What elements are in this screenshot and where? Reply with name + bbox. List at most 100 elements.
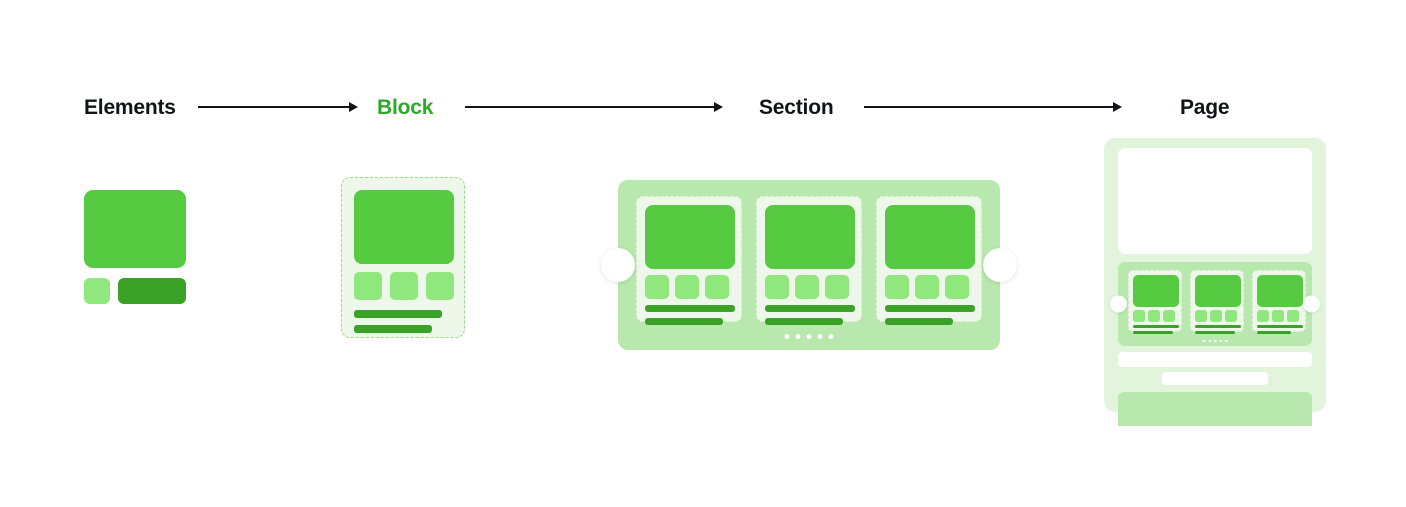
page-carousel-prev-button[interactable] bbox=[1110, 295, 1127, 313]
carousel-dot[interactable] bbox=[828, 334, 834, 339]
block-content bbox=[342, 178, 464, 337]
page-carousel-dot[interactable] bbox=[1213, 339, 1217, 342]
page-carousel-dot[interactable] bbox=[1208, 339, 1211, 342]
card-hero-image bbox=[885, 205, 975, 269]
card-text-bar bbox=[885, 318, 953, 325]
card-hero-image bbox=[765, 205, 855, 269]
card-text-bar bbox=[1133, 331, 1173, 334]
card-chip bbox=[1272, 310, 1284, 322]
carousel-dot[interactable] bbox=[784, 334, 790, 339]
card-hero-image bbox=[1195, 275, 1241, 307]
section-block-card bbox=[756, 196, 862, 325]
card-chip bbox=[645, 275, 669, 299]
arrow-shaft bbox=[864, 106, 1115, 108]
stage-label-section: Section bbox=[759, 96, 834, 119]
block-hero-image bbox=[354, 190, 454, 264]
section-stage-graphic bbox=[601, 180, 1017, 350]
card-chip bbox=[1210, 310, 1222, 322]
card-text-bar bbox=[1257, 331, 1291, 334]
arrow-head-icon bbox=[714, 101, 723, 112]
card-chip bbox=[675, 275, 699, 299]
section-card-track bbox=[636, 196, 982, 325]
carousel-dot[interactable] bbox=[806, 334, 812, 339]
card-chip bbox=[1257, 310, 1269, 322]
card-chip bbox=[825, 275, 849, 299]
card-chip-row bbox=[1133, 310, 1175, 322]
arrow-head-icon bbox=[349, 101, 358, 112]
card-text-bar bbox=[885, 305, 975, 312]
carousel-dots bbox=[784, 334, 834, 339]
card-chip bbox=[885, 275, 909, 299]
card-text-bar bbox=[645, 305, 735, 312]
stage-label-elements: Elements bbox=[84, 96, 176, 119]
page-carousel-dot[interactable] bbox=[1202, 339, 1206, 342]
section-block-card bbox=[636, 196, 742, 325]
page-footer-block bbox=[1118, 392, 1312, 426]
card-text-bar bbox=[1257, 325, 1303, 328]
card-chip-row bbox=[1195, 310, 1237, 322]
page-carousel-next-button[interactable] bbox=[1303, 295, 1320, 313]
arrow-elements-to-block bbox=[198, 101, 358, 113]
card-chip bbox=[765, 275, 789, 299]
card-text-bars bbox=[645, 305, 735, 325]
card-text-bar bbox=[1195, 331, 1235, 334]
card-chip bbox=[1133, 310, 1145, 322]
carousel-dot[interactable] bbox=[795, 334, 801, 339]
block-text-bar bbox=[354, 310, 442, 318]
arrow-shaft bbox=[198, 106, 351, 108]
card-text-bar bbox=[1195, 325, 1241, 328]
card-text-bar bbox=[645, 318, 723, 325]
card-chip-row bbox=[885, 275, 969, 299]
page-carousel-dots bbox=[1202, 339, 1228, 342]
block-chip bbox=[426, 272, 454, 300]
carousel-next-button[interactable] bbox=[983, 248, 1017, 282]
card-chip bbox=[1148, 310, 1160, 322]
page-stage-graphic bbox=[1104, 138, 1326, 426]
card-text-bar bbox=[1133, 325, 1179, 328]
card-chip bbox=[795, 275, 819, 299]
arrow-shaft bbox=[465, 106, 716, 108]
page-block-card bbox=[1190, 270, 1244, 334]
card-chip bbox=[1225, 310, 1237, 322]
page-carousel-dot[interactable] bbox=[1219, 339, 1222, 342]
page-section-block bbox=[1110, 262, 1320, 346]
section-block-card bbox=[876, 196, 982, 325]
arrow-head-icon bbox=[1113, 101, 1122, 112]
elements-stage-graphic bbox=[84, 190, 186, 304]
card-text-bar bbox=[765, 318, 843, 325]
card-text-bar bbox=[765, 305, 855, 312]
carousel-dot[interactable] bbox=[817, 334, 823, 339]
card-chip bbox=[1163, 310, 1175, 322]
page-content-bar-wide bbox=[1118, 352, 1312, 367]
page-block-card bbox=[1252, 270, 1306, 334]
card-chip bbox=[915, 275, 939, 299]
card-hero-image bbox=[1257, 275, 1303, 307]
page-header-block bbox=[1118, 148, 1312, 254]
arrow-section-to-page bbox=[864, 101, 1122, 113]
card-text-bars bbox=[765, 305, 855, 325]
element-text-bar bbox=[118, 278, 186, 304]
arrow-block-to-section bbox=[465, 101, 723, 113]
card-hero-image bbox=[645, 205, 735, 269]
card-hero-image bbox=[1133, 275, 1179, 307]
block-text-bars bbox=[354, 310, 442, 333]
element-small-chip bbox=[84, 278, 110, 304]
card-text-bars bbox=[1195, 325, 1241, 334]
carousel-prev-button[interactable] bbox=[601, 248, 635, 282]
element-hero-image bbox=[84, 190, 186, 268]
page-block-card bbox=[1128, 270, 1182, 334]
stage-label-page: Page bbox=[1180, 96, 1230, 119]
block-stage-graphic bbox=[341, 177, 465, 338]
card-text-bars bbox=[1257, 325, 1303, 334]
page-content-bar-narrow bbox=[1162, 372, 1268, 385]
card-chip-row bbox=[1257, 310, 1299, 322]
card-chip-row bbox=[765, 275, 849, 299]
block-chip bbox=[354, 272, 382, 300]
block-chip-row bbox=[354, 272, 454, 300]
page-card-track bbox=[1128, 270, 1306, 334]
page-carousel-dot[interactable] bbox=[1224, 339, 1228, 342]
card-chip bbox=[1195, 310, 1207, 322]
block-text-bar bbox=[354, 325, 432, 333]
card-chip bbox=[1287, 310, 1299, 322]
